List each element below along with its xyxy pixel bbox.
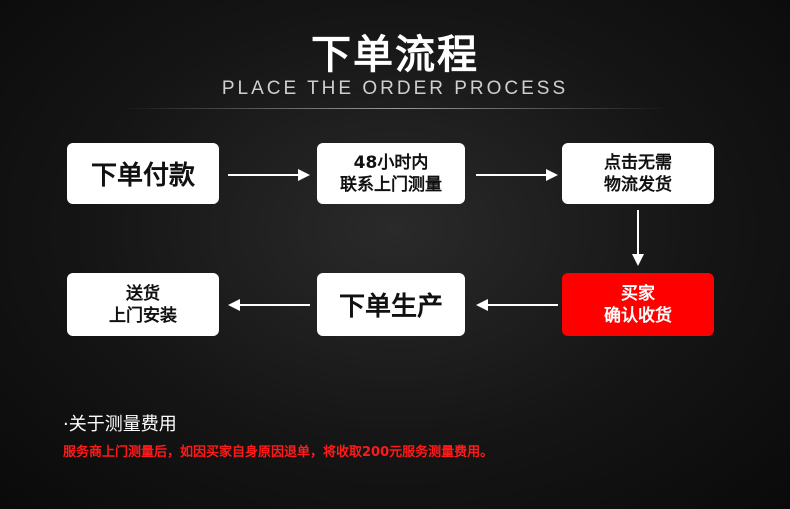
page-title: 下单流程	[311, 32, 479, 78]
step-delivery-install: 送货 上门安装	[67, 273, 219, 336]
step-contact-measure: 48小时内 联系上门测量	[317, 143, 465, 204]
arrow-left-icon	[476, 299, 558, 311]
arrow-left-icon	[228, 299, 310, 311]
step-buyer-confirm: 买家 确认收货	[562, 273, 714, 336]
step-ship-no-logistics: 点击无需 物流发货	[562, 143, 714, 204]
step-contact-measure-line2: 联系上门测量	[340, 174, 442, 195]
step-buyer-confirm-line2: 确认收货	[604, 305, 672, 326]
step-production: 下单生产	[317, 273, 465, 336]
step-ship-no-logistics-line2: 物流发货	[604, 174, 672, 195]
step-place-order-pay-label: 下单付款	[90, 161, 195, 191]
arrow-down-icon	[632, 210, 644, 266]
step-delivery-install-line2: 上门安装	[109, 305, 177, 326]
step-delivery-install-line1: 送货	[126, 283, 160, 304]
page-subtitle: PLACE THE ORDER PROCESS	[221, 78, 569, 99]
step-contact-measure-line1: 48小时内	[353, 152, 429, 173]
step-production-label: 下单生产	[338, 292, 443, 322]
measurement-fee-heading: ·关于测量费用	[63, 414, 177, 435]
step-place-order-pay: 下单付款	[67, 143, 219, 204]
step-buyer-confirm-line1: 买家	[621, 283, 655, 304]
arrow-right-icon	[476, 169, 558, 181]
title-divider	[120, 108, 670, 109]
arrow-right-icon	[228, 169, 310, 181]
step-ship-no-logistics-line1: 点击无需	[604, 152, 672, 173]
measurement-fee-note: 服务商上门测量后，如因买家自身原因退单，将收取200元服务测量费用。	[63, 445, 494, 460]
